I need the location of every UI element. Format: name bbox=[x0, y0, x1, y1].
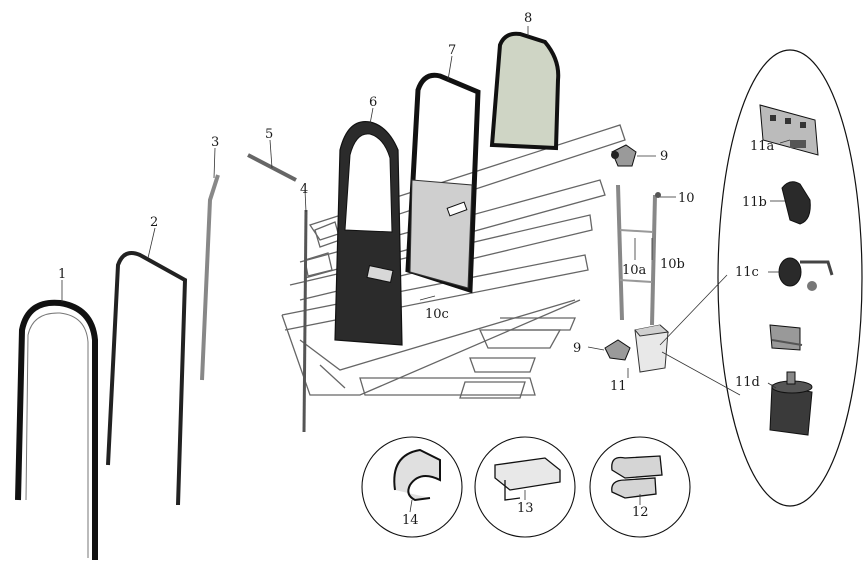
part-11c-lock-mechanism bbox=[778, 257, 834, 291]
label-2: 2 bbox=[150, 215, 158, 230]
part-6-door-panel bbox=[334, 120, 403, 346]
part-4-strip bbox=[302, 209, 308, 433]
label-11: 11 bbox=[610, 379, 627, 394]
label-8: 8 bbox=[524, 11, 532, 26]
detail-callout-ellipse bbox=[717, 49, 863, 507]
part-11-bracket bbox=[769, 324, 803, 351]
label-9-upper: 9 bbox=[660, 149, 668, 164]
label-10b: 10b bbox=[660, 257, 685, 272]
leader-lines bbox=[61, 26, 791, 513]
part-9-hinge-lower bbox=[604, 339, 631, 361]
label-1: 1 bbox=[58, 267, 66, 282]
part-7-door-inner-frame bbox=[405, 72, 481, 294]
label-11a: 11a bbox=[750, 139, 775, 154]
part-1-door-seal-inner bbox=[25, 312, 89, 558]
label-13: 13 bbox=[517, 501, 534, 516]
label-11b: 11b bbox=[742, 195, 767, 210]
part-11-motor-box bbox=[634, 324, 670, 373]
part-3-strip bbox=[200, 174, 220, 381]
detail-circle-12 bbox=[589, 436, 691, 538]
label-11d: 11d bbox=[735, 375, 760, 390]
part-11d-motor bbox=[769, 371, 813, 436]
part-11b-actuator bbox=[781, 181, 811, 225]
part-1-door-seal bbox=[15, 299, 98, 560]
part-10-window-regulator bbox=[616, 184, 661, 326]
label-6: 6 bbox=[369, 95, 377, 110]
label-12: 12 bbox=[632, 505, 649, 520]
label-10c: 10c bbox=[425, 307, 449, 322]
part-13-seal-profile bbox=[494, 457, 561, 501]
label-4: 4 bbox=[300, 182, 308, 197]
part-14-seal-profile bbox=[393, 448, 441, 502]
label-3: 3 bbox=[211, 135, 219, 150]
label-5: 5 bbox=[265, 127, 273, 142]
part-2-seal-strip bbox=[106, 251, 188, 506]
detail-circle-13 bbox=[474, 436, 576, 538]
callout-connector-upper bbox=[659, 274, 728, 346]
part-11a-switch-panel bbox=[759, 104, 819, 156]
part-12-seal-profile bbox=[611, 455, 663, 499]
label-10a: 10a bbox=[622, 263, 647, 278]
label-10: 10 bbox=[678, 191, 695, 206]
detail-circle-14 bbox=[361, 436, 463, 538]
label-14: 14 bbox=[402, 513, 419, 528]
label-11c: 11c bbox=[735, 265, 759, 280]
label-7: 7 bbox=[448, 43, 456, 58]
part-9-hinge-upper bbox=[611, 144, 637, 167]
part-8-window-glass bbox=[489, 31, 561, 151]
label-9-lower: 9 bbox=[573, 341, 581, 356]
callout-connector-lower bbox=[661, 351, 741, 396]
